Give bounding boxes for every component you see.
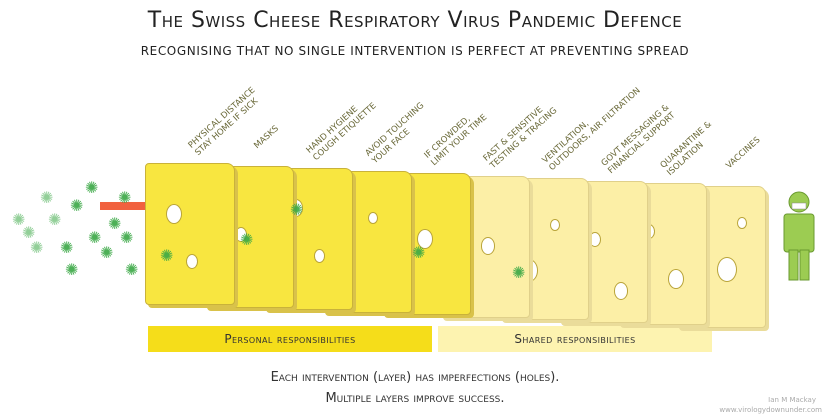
layer-label-line: Masks: [252, 123, 281, 151]
layer-label-1: Physical distanceStay home if sick: [187, 85, 264, 158]
layer-label-line: Hand hygiene: [304, 104, 361, 156]
virus-icon: ✺: [240, 230, 254, 249]
virus-icon: ✺: [65, 260, 79, 279]
virus-icon: ✺: [290, 200, 304, 219]
virus-icon: ✺: [60, 238, 74, 257]
layer-label-2: Masks: [252, 124, 281, 151]
virus-icon: ✺: [22, 223, 36, 242]
cheese-hole: [481, 237, 495, 255]
person-icon: [783, 191, 815, 281]
bottom-text-line1: Each intervention (layer) has imperfecti…: [270, 370, 560, 385]
virus-icon: ✺: [88, 228, 102, 247]
virus-icon: ✺: [100, 243, 114, 262]
credit-site: www.virologydownunder.com: [719, 406, 822, 414]
cheese-hole: [717, 257, 737, 283]
virus-icon: ✺: [70, 196, 84, 215]
virus-icon: ✺: [412, 243, 426, 262]
layer-label-10: Vaccines: [724, 135, 762, 171]
virus-icon: ✺: [85, 178, 99, 197]
cheese-hole: [737, 217, 747, 230]
virus-icon: ✺: [118, 188, 132, 207]
layer-label-line: Stay home if sick: [193, 96, 261, 158]
virus-icon: ✺: [48, 210, 62, 229]
credit-name: Ian M Mackay: [768, 396, 816, 404]
cheese-hole: [166, 204, 182, 225]
cheese-hole: [186, 254, 198, 269]
title: The Swiss Cheese Respiratory Virus Pande…: [147, 8, 683, 33]
cheese-hole: [235, 227, 247, 242]
cheese-hole: [368, 212, 378, 225]
bottom-text-line2: Multiple layers improve success.: [325, 391, 505, 406]
cheese-hole: [614, 282, 628, 300]
virus-icon: ✺: [108, 214, 122, 233]
cheese-hole: [314, 249, 325, 263]
cheese-hole: [668, 269, 684, 290]
virus-icon: ✺: [12, 210, 26, 229]
subtitle: Recognising that no single intervention …: [140, 44, 690, 58]
cheese-hole: [589, 232, 601, 247]
cheese-hole: [417, 229, 433, 250]
personal-responsibilities-bar: Personal responsibilities: [148, 326, 432, 352]
layer-label-line: Physical distance: [186, 85, 258, 151]
layer-label-line: Vaccines: [724, 135, 763, 171]
virus-icon: ✺: [40, 188, 54, 207]
virus-icon: ✺: [120, 228, 134, 247]
virus-icon: ✺: [30, 238, 44, 257]
layer-label-9: Quarantine &isolation: [659, 119, 721, 178]
shared-responsibilities-bar: Shared responsibilities: [438, 326, 712, 352]
layer-label-line: Fast & sensitive: [481, 104, 546, 164]
virus-icon: ✺: [125, 260, 139, 279]
cheese-slice-1: [145, 163, 235, 305]
cheese-hole: [550, 219, 560, 232]
virus-icon: ✺: [160, 246, 174, 265]
virus-icon: ✺: [512, 263, 526, 282]
